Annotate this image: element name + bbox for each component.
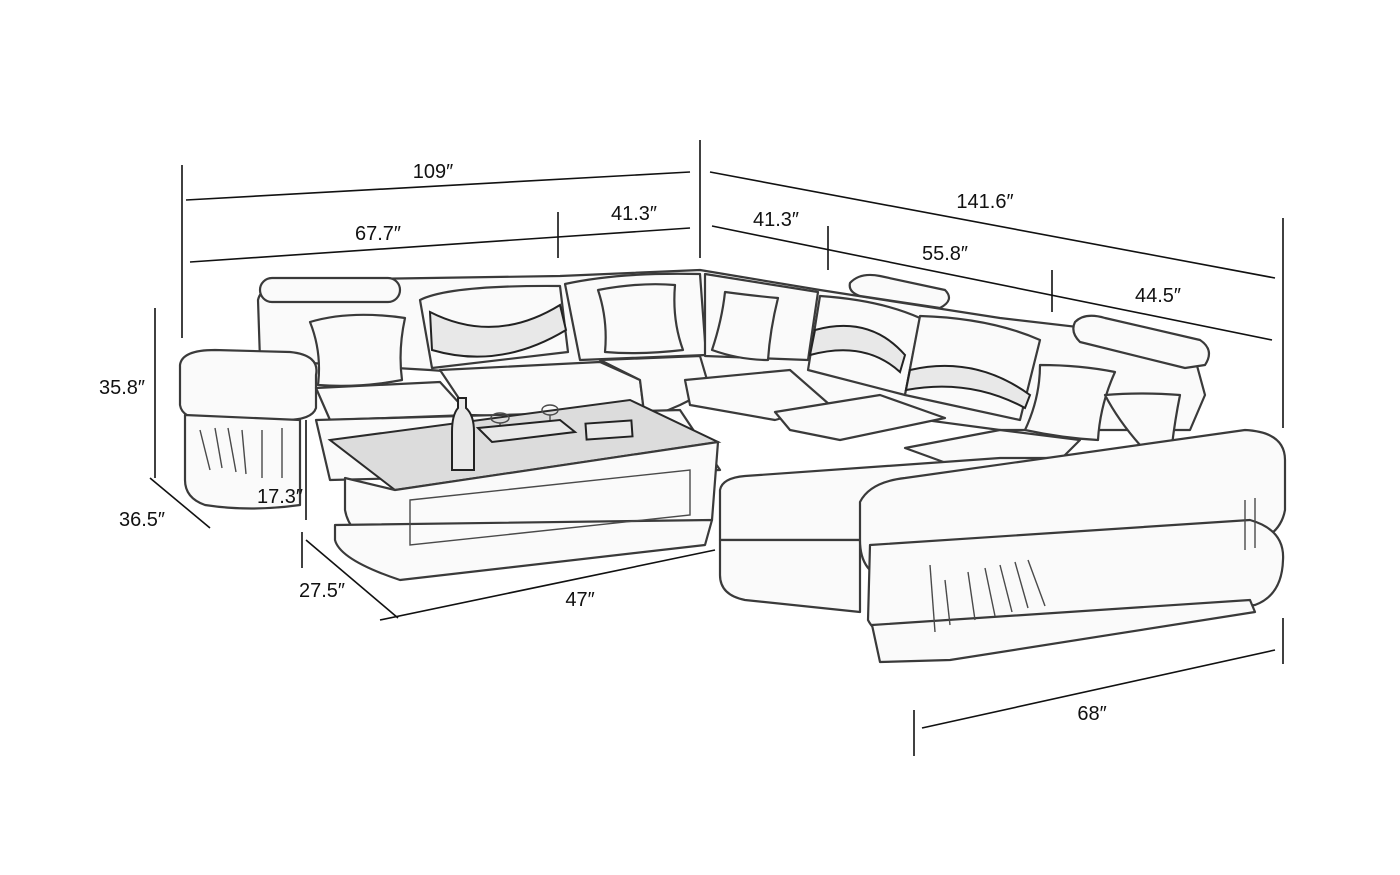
pillow-2 [596,283,685,355]
pillow-3 [710,290,780,362]
chaise-front [718,538,862,614]
coffee-table-base [333,518,714,582]
label-overall-right-width: 141.6″ [956,191,1013,213]
back-accent-right-2 [904,364,1032,410]
label-table-depth: 27.5″ [299,580,345,602]
dimension-labels: 109″ 67.7″ 41.3″ 41.3″ 141.6″ 55.8″ 44.5… [99,161,1181,725]
back-accent-left [428,303,568,358]
headrest-right [1072,314,1211,370]
left-arm-shelf [183,413,302,510]
dim-line-67-7 [189,227,691,263]
left-arm-books [199,427,283,478]
right-arm-books [929,498,1256,633]
label-table-width: 47″ [565,589,594,611]
pillow-1 [308,313,407,387]
book [584,419,634,441]
dim-line-right-sections [711,225,1273,341]
label-seat-height: 17.3″ [257,486,303,508]
label-height: 35.8″ [99,377,145,399]
dim-line-47 [379,549,716,621]
label-left-corner-width: 41.3″ [611,203,657,225]
left-arm-top [178,348,318,422]
dimension-lines [149,140,1284,756]
right-base [870,598,1257,664]
label-right-middle-width: 55.8″ [922,243,968,265]
dim-line-68 [921,649,1276,729]
corner-seat [598,354,712,422]
pillow-5 [1103,392,1182,447]
dim-line-109 [185,171,691,201]
label-chaise-width: 68″ [1077,703,1106,725]
dim-line-27-5 [305,539,399,619]
sofa-illustration [178,268,1287,664]
label-left-depth: 36.5″ [119,509,165,531]
right-seat-2 [773,393,947,442]
dim-line-36-5 [149,477,211,529]
bottle [451,397,475,471]
coffee-table-shelf [409,469,691,546]
tray [475,418,578,444]
pillow-4 [1023,363,1117,442]
label-right-end-width: 44.5″ [1135,285,1181,307]
label-right-corner-width: 41.3″ [753,209,799,231]
dim-line-141-6 [709,171,1276,279]
table-decor [451,397,634,471]
label-overall-left-width: 109″ [413,161,453,183]
left-seat-1 [314,380,472,422]
back-accent-right-1 [808,324,907,374]
headrest-middle [848,273,951,310]
headrest-left [258,276,402,304]
label-left-seat-width: 67.7″ [355,223,401,245]
